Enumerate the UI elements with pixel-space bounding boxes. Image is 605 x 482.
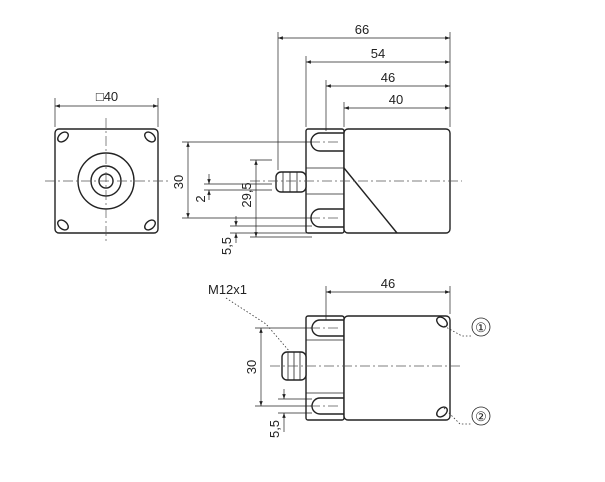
callout1-circle	[471, 317, 491, 337]
bottom-dim30-label: 30	[244, 360, 259, 374]
front-view: □40	[45, 89, 170, 243]
bottom-hole-bottom-right	[436, 406, 448, 418]
mounting-hole-bottom-left	[57, 219, 69, 231]
callout2-leader	[443, 407, 472, 425]
dim54-label: 54	[371, 46, 385, 61]
housing-chamfer-line	[343, 167, 398, 234]
bottom-view: 46 30 5,5 M12x1 ① ②	[208, 276, 491, 438]
mounting-hole-top-left	[57, 131, 69, 143]
square-dimension-label: □40	[96, 89, 118, 104]
callout2-circle	[471, 406, 491, 426]
bottom-hole-top-right	[436, 316, 448, 328]
side-view: 66 54 46 40 30 2 29,5 5,5	[171, 22, 462, 255]
bottom-dim5-5-label: 5,5	[267, 420, 282, 438]
bottom-dim46-label: 46	[381, 276, 395, 291]
dim66-label: 66	[355, 22, 369, 37]
dim5-5-top-label: 5,5	[219, 237, 234, 255]
thread-label: M12x1	[208, 282, 247, 297]
callout2-label: ②	[475, 409, 487, 424]
dim46-label: 46	[381, 70, 395, 85]
bottom-view-housing	[343, 315, 451, 421]
dim40-label: 40	[389, 92, 403, 107]
dim2-label: 2	[193, 195, 208, 202]
mounting-hole-top-right	[144, 131, 156, 143]
connector-body	[275, 171, 307, 193]
callout1-label: ①	[475, 320, 487, 335]
thread-leader-line	[225, 297, 291, 353]
mounting-hole-bottom-right	[144, 219, 156, 231]
dim29-5-label: 29,5	[239, 182, 254, 207]
dim30-top-label: 30	[171, 175, 186, 189]
